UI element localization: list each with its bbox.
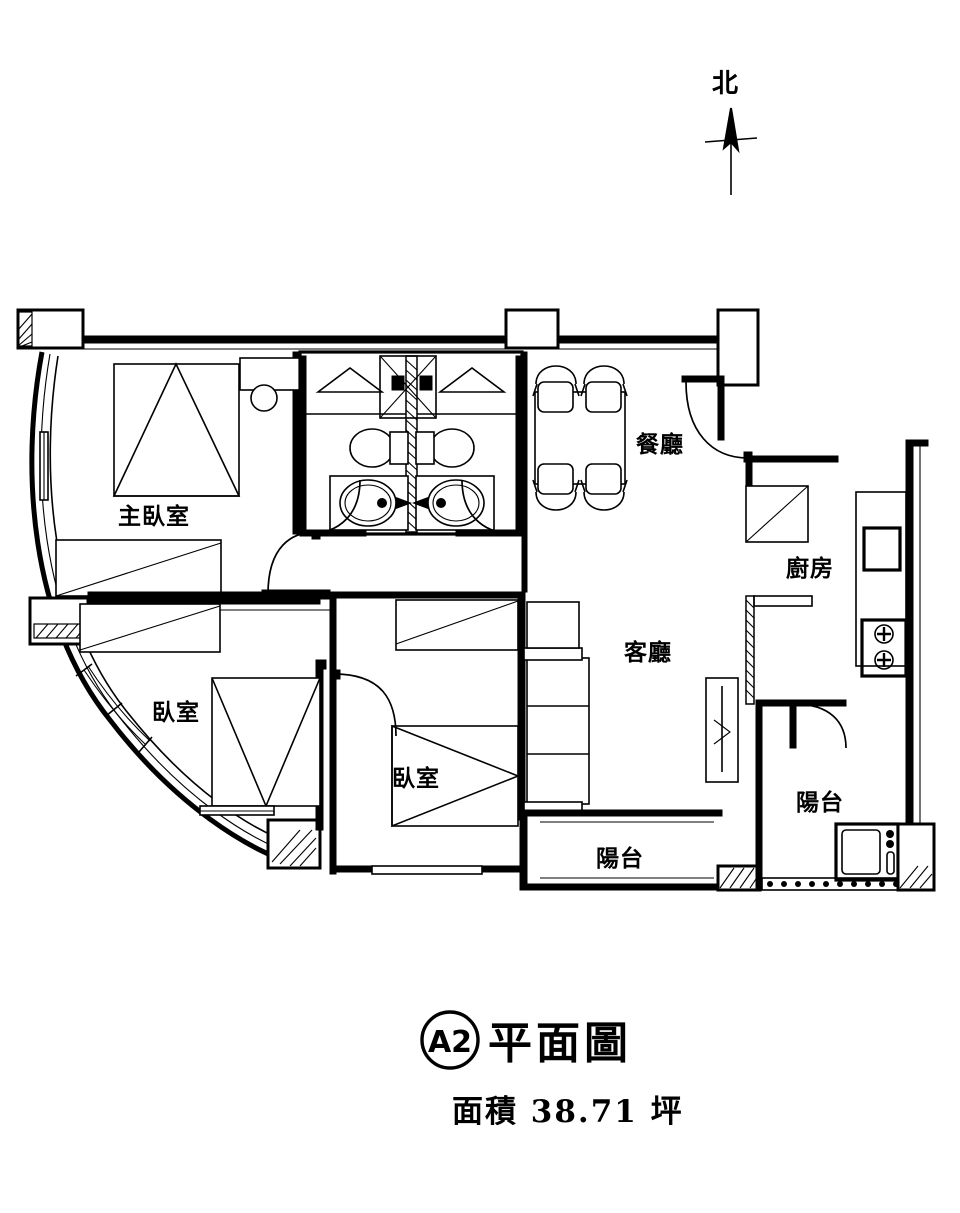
- furniture-bed3: [391, 724, 521, 828]
- north-label: 北: [712, 69, 738, 99]
- duct-shaft: [379, 355, 437, 419]
- kitchen-partition-hatch: [745, 599, 755, 699]
- column-top-right: [716, 308, 760, 387]
- column-hatch-bl: [271, 829, 317, 867]
- furniture-side-table: [526, 601, 580, 649]
- master-door-panel[interactable]: [261, 589, 331, 600]
- fixture-bathtub-left: [329, 475, 409, 531]
- cleat-left: [391, 375, 405, 391]
- wall-balcony-front-bottom: [525, 883, 727, 891]
- label-balcony-rear: 陽台: [796, 789, 844, 816]
- plan-title: 平面圖: [488, 1018, 632, 1069]
- plan-area-label: 面積 38.71 坪: [452, 1094, 684, 1130]
- north-arrow: 北: [704, 69, 758, 195]
- fixture-washing-machine: [834, 822, 900, 882]
- shower-right: [437, 367, 507, 393]
- room-bathrooms: [298, 350, 524, 537]
- room-balcony-front: 陽台: [519, 809, 762, 892]
- north-arrowhead: [722, 107, 740, 154]
- wall-balcony-front-top: [525, 809, 723, 817]
- bathroom-right-door-swing[interactable]: [461, 479, 517, 535]
- fixture-bathtub-right: [415, 475, 495, 531]
- curved-bay-window-panels: [75, 663, 153, 753]
- kitchen-partition: [745, 595, 755, 705]
- bathroom-left-door-swing[interactable]: [305, 479, 361, 535]
- label-master-bedroom: 主臥室: [118, 503, 190, 530]
- furniture-dining-chair: [532, 463, 580, 511]
- left-bay-window: [39, 431, 49, 501]
- curved-exterior-wall-inner: [49, 355, 301, 847]
- furniture-master-nightstand: [239, 357, 301, 412]
- room-bedroom-3: 臥室: [329, 591, 527, 875]
- cleat-right: [419, 375, 433, 391]
- room-balcony-rear: 陽台: [755, 699, 936, 892]
- label-living-room: 客廳: [624, 639, 672, 666]
- label-bedroom-2: 臥室: [152, 699, 200, 726]
- room-bedroom-2: 臥室: [152, 659, 327, 831]
- title-block: A2 平面圖 面積 38.71 坪: [420, 1010, 684, 1130]
- exterior-wall-top: [29, 335, 721, 344]
- room-dining: 餐廳: [521, 351, 684, 593]
- furniture-bed3-wardrobe: [395, 599, 519, 651]
- fixture-kitchen-sink: [862, 526, 902, 572]
- unit-code-circle: [420, 1010, 480, 1070]
- furniture-sofa: [523, 647, 590, 815]
- curved-exterior-wall-outer: [29, 351, 301, 869]
- stove-burner: [874, 650, 894, 670]
- room-master-bedroom: 主臥室: [55, 351, 331, 653]
- bedroom3-window: [371, 865, 483, 875]
- room-kitchen: 廚房: [745, 485, 908, 749]
- column-hatch-tl: [17, 313, 33, 347]
- bedroom3-door-swing[interactable]: [333, 673, 397, 737]
- column-top-left: [16, 308, 85, 350]
- column-balcony-front: [716, 864, 762, 892]
- label-kitchen: 廚房: [786, 555, 834, 582]
- furniture-dining-chair: [580, 365, 628, 413]
- column-top-mid: [504, 308, 560, 350]
- fixture-toilet-left: [349, 428, 409, 468]
- entry-door-swing[interactable]: [685, 381, 749, 459]
- fixture-stove: [860, 618, 908, 678]
- furniture-bed2: [211, 677, 321, 809]
- column-hatch-bf: [719, 867, 759, 889]
- furniture-dining-chair: [532, 365, 580, 413]
- wall-bed3-top: [329, 591, 523, 599]
- fixture-toilet-right: [415, 428, 475, 468]
- kitchen-counter-run: [855, 491, 907, 667]
- entrance-door[interactable]: [681, 375, 839, 515]
- furniture-master-wardrobe: [55, 539, 222, 653]
- label-bedroom-3: 臥室: [392, 765, 440, 792]
- column-bottom-left: [266, 818, 322, 870]
- wall-balcony-rear-left: [755, 703, 763, 891]
- shower-left: [315, 367, 385, 393]
- furniture-dining-chair: [580, 463, 628, 511]
- wall-bed3-left: [329, 659, 337, 875]
- furniture-tv-console: [705, 677, 739, 783]
- building-shell: [16, 308, 929, 891]
- unit-code-text: A2: [428, 1025, 472, 1060]
- column-hatch-br: [899, 865, 933, 889]
- label-dining-room: 餐廳: [636, 431, 684, 458]
- furniture-master-bed: [112, 362, 241, 497]
- label-balcony-front: 陽台: [596, 845, 644, 872]
- wall-living-left: [517, 591, 526, 821]
- wall-dining-left: [521, 351, 528, 593]
- stove-burner: [874, 624, 894, 644]
